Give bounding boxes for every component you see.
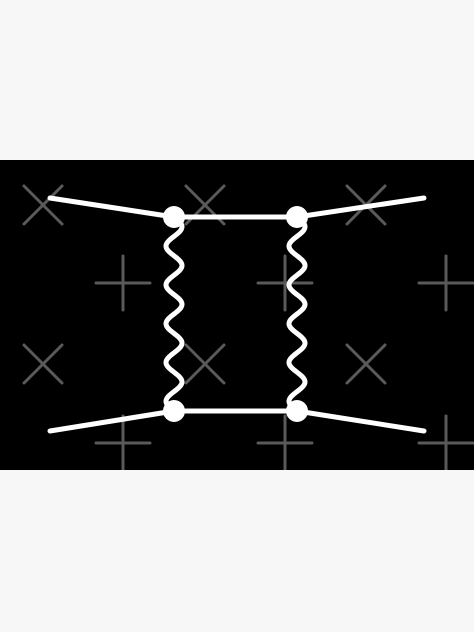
watermark-layer xyxy=(22,184,474,470)
print-band xyxy=(0,160,474,470)
x-mark-icon xyxy=(22,343,64,385)
vertex-bottom-left xyxy=(163,400,185,422)
x-mark-icon xyxy=(184,343,226,385)
external-line-top-left xyxy=(47,195,177,220)
plus-mark-icon xyxy=(94,254,152,312)
plus-mark-icon xyxy=(256,414,314,470)
plus-mark-icon xyxy=(417,254,474,312)
vertices xyxy=(163,206,308,422)
x-mark-icon xyxy=(345,343,387,385)
wavy-line-right xyxy=(286,214,308,414)
feynman-diagram xyxy=(22,184,474,470)
plus-mark-icon xyxy=(94,414,152,470)
diagram-lines xyxy=(47,195,427,434)
external-line-bottom-left xyxy=(47,408,177,434)
x-mark-icon xyxy=(22,184,64,226)
vertex-top-right xyxy=(286,206,308,228)
plus-mark-icon xyxy=(417,414,474,470)
plus-mark-icon xyxy=(256,254,314,312)
external-line-bottom-right xyxy=(294,408,427,434)
vertex-bottom-right xyxy=(286,400,308,422)
external-line-top-right xyxy=(294,195,427,220)
vertex-top-left xyxy=(163,206,185,228)
wavy-line-left xyxy=(163,214,185,414)
